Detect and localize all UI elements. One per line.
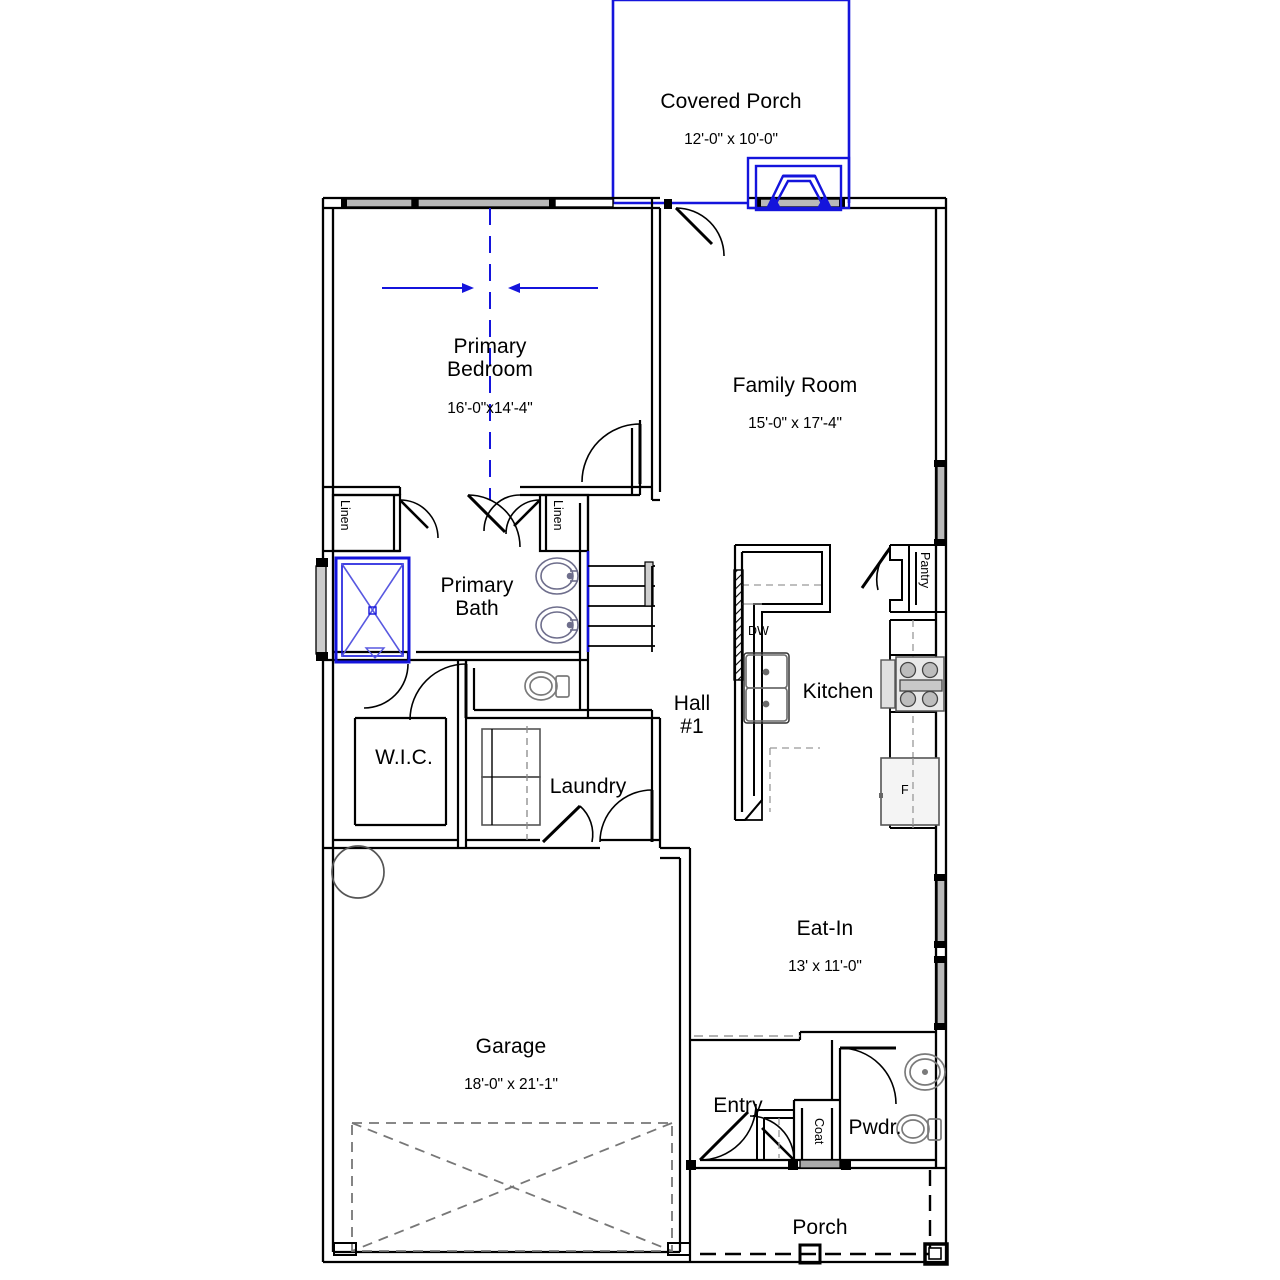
closet-label-linen-left: Linen: [338, 500, 352, 531]
door-swings: [363, 206, 897, 1162]
primary-vanity: [535, 551, 590, 652]
refrigerator-icon: [879, 757, 940, 826]
window-openings-right: [934, 460, 946, 1030]
shower-icon: [315, 556, 411, 664]
coat-closet: [756, 1109, 794, 1160]
garage-door-icon: [351, 1122, 673, 1252]
linen-shelves: [588, 561, 655, 652]
bay-window-icon: [746, 156, 851, 212]
porch-edge: [700, 1170, 949, 1266]
kitchen-sink-icon: [743, 652, 790, 724]
threshold-markers: [664, 199, 851, 1170]
interior-walls: [323, 198, 946, 1262]
water-heater-icon: [331, 845, 385, 899]
window-openings-top: [341, 198, 845, 209]
closet-label-linen-right: Linen: [551, 500, 565, 531]
exterior-walls: [321, 196, 948, 1264]
closet-label-pantry: Pantry: [918, 552, 932, 589]
appliance-label-refrigerator: F: [901, 783, 909, 797]
kitchen-peninsula: [733, 544, 831, 821]
toilet-primary-icon: [524, 671, 570, 701]
garage-door-jambs: [333, 1242, 691, 1256]
range-icon: [880, 656, 945, 712]
laundry-appliances: [481, 726, 541, 840]
powder-fixtures: [896, 1053, 946, 1144]
bedroom-centerline: [382, 208, 598, 500]
appliance-label-dishwasher: DW: [748, 624, 769, 638]
pantry-closet: [889, 544, 947, 613]
covered-porch-outline: [611, 0, 851, 205]
closet-label-coat: Coat: [812, 1118, 826, 1145]
